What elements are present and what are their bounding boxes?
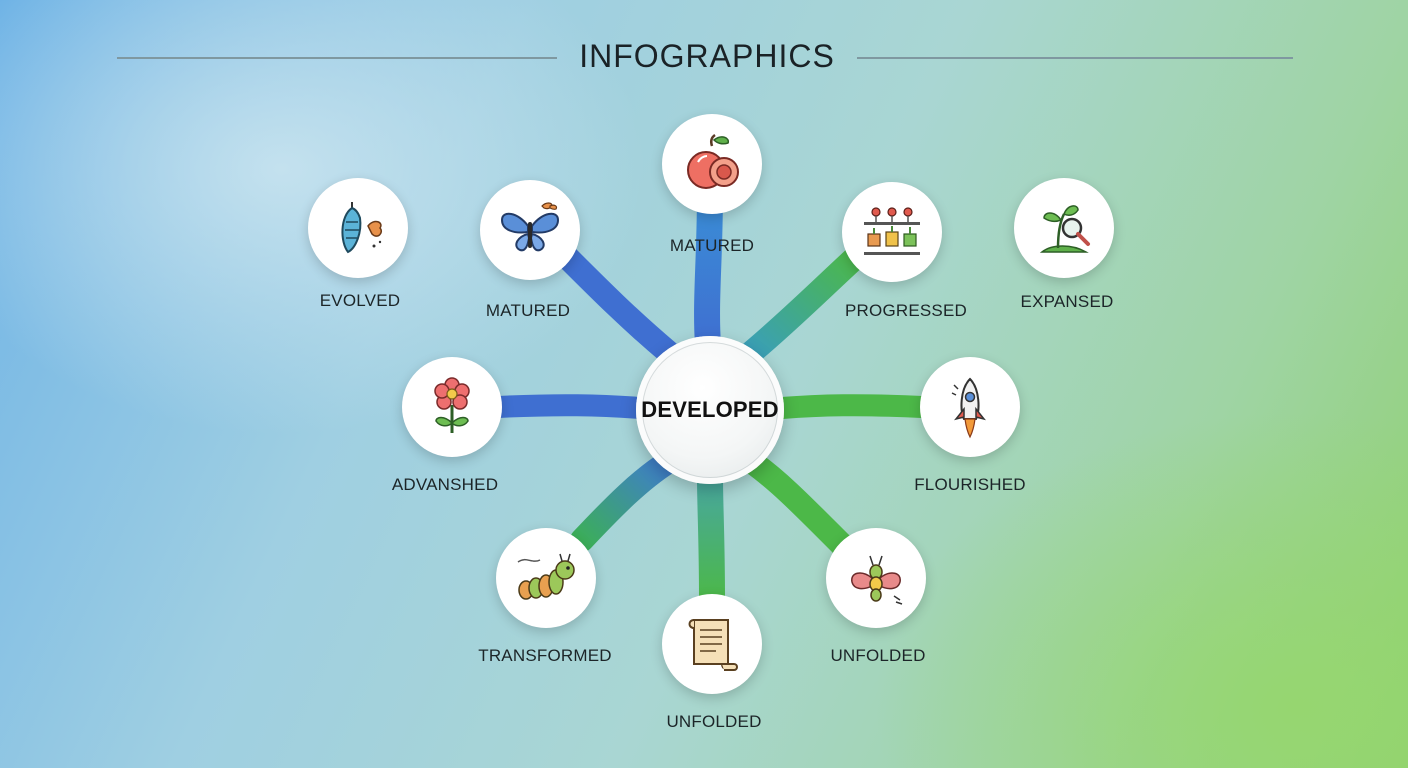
- branch-right: [771, 394, 933, 419]
- node-bottom: [662, 594, 762, 694]
- node-lower-left: [496, 528, 596, 628]
- node-far-right: [1014, 178, 1114, 278]
- node-left: [402, 357, 502, 457]
- scroll-icon: [688, 619, 738, 671]
- node-far-left: [308, 178, 408, 278]
- moth-icon: [851, 555, 903, 605]
- rocket-icon: [951, 377, 986, 439]
- node-upper-right: [842, 182, 942, 282]
- node-right: [920, 357, 1020, 457]
- branch-lower-right: [740, 450, 854, 557]
- branch-lower-left: [570, 450, 680, 552]
- node-upper-right-label: PROGRESSED: [845, 301, 967, 320]
- node-lower-right: [826, 528, 926, 628]
- node-left-label: ADVANSHED: [391, 475, 499, 494]
- node-lower-right-label: UNFOLDED: [830, 646, 926, 665]
- branch-left: [487, 394, 651, 419]
- node-bottom-label: UNFOLDED: [666, 712, 762, 731]
- title-divider-right: [857, 57, 1293, 59]
- hub-node: DEVELOPED: [636, 336, 784, 484]
- hub-label: DEVELOPED: [641, 397, 779, 422]
- node-lower-left-label: TRANSFORMED: [478, 646, 612, 665]
- node-top-label: MATURED: [669, 236, 755, 255]
- branch-upper-right: [740, 243, 870, 364]
- branch-bottom: [697, 465, 725, 613]
- flower-icon: [434, 377, 470, 433]
- node-far-right-label: EXPANSED: [1020, 292, 1114, 311]
- title-bar: INFOGRAPHICS: [0, 30, 1408, 86]
- fruit-icon: [687, 133, 739, 189]
- node-top: [662, 114, 762, 214]
- plant-growth-icon: [864, 207, 920, 255]
- node-upper-left: [480, 180, 580, 280]
- title-divider-left: [117, 57, 557, 59]
- sprout-magnifier-icon: [1039, 205, 1090, 253]
- page-title: INFOGRAPHICS: [579, 38, 835, 74]
- branch-upper-left: [553, 243, 680, 364]
- caterpillar-icon: [517, 553, 575, 600]
- node-upper-left-label: MATURED: [485, 301, 571, 320]
- node-far-left-label: EVOLVED: [319, 291, 401, 310]
- butterfly-icon: [500, 202, 560, 252]
- node-right-label: FLOURISHED: [914, 475, 1026, 494]
- chrysalis-icon: [341, 202, 383, 254]
